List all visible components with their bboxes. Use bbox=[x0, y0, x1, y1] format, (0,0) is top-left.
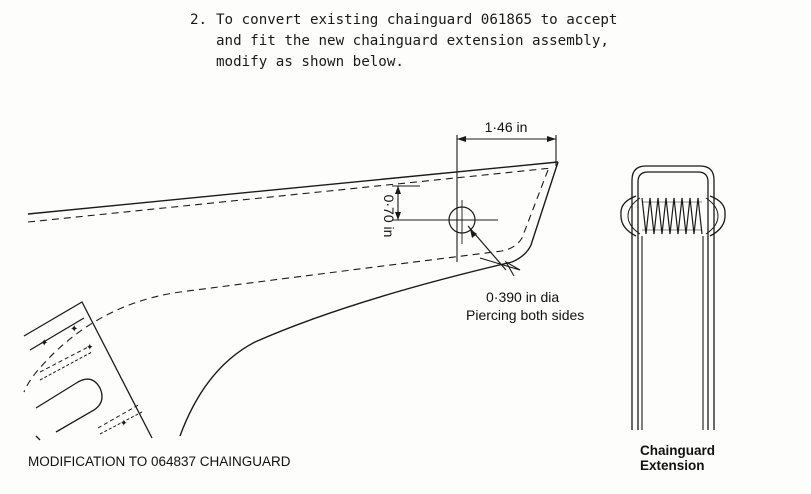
arrowhead-up-icon bbox=[395, 186, 401, 194]
arrowhead-down-icon bbox=[395, 212, 401, 220]
break-mark bbox=[479, 257, 521, 277]
extension-label-line2: Extension bbox=[640, 458, 705, 473]
bracket-outer-edge bbox=[23, 301, 153, 439]
step-number: 2. bbox=[190, 12, 208, 28]
instruction-line-1: To convert existing chainguard 061865 to… bbox=[216, 12, 618, 28]
bracket-dashed-2 bbox=[39, 351, 93, 381]
bracket-inner-line bbox=[29, 317, 85, 351]
extension-label-line1: Chainguard bbox=[640, 443, 715, 458]
chainguard-top-dashed bbox=[27, 167, 553, 223]
instruction-line-2: and fit the new chainguard extension ass… bbox=[216, 33, 609, 49]
figure-caption: MODIFICATION TO 064837 CHAINGUARD bbox=[28, 454, 291, 469]
arrowhead-right-icon bbox=[547, 136, 556, 142]
spring-right-cap bbox=[709, 195, 726, 237]
mounting-bracket: ✦ ✦ ✦ ✦ bbox=[23, 301, 153, 441]
chainguard-top-edge bbox=[27, 161, 559, 215]
spring-right-cap-inner bbox=[705, 197, 719, 235]
spring-left-cap-inner bbox=[627, 197, 641, 235]
chainguard-outline bbox=[23, 161, 559, 437]
arrowhead-left-icon bbox=[457, 136, 466, 142]
dimension-width-label: 1·46 in bbox=[485, 119, 528, 135]
extension-outer-loop bbox=[631, 165, 715, 430]
bracket-rivet-mark-4: ✦ bbox=[120, 419, 128, 429]
bracket-dashed-1 bbox=[39, 345, 91, 373]
chainguard-lower-dashed bbox=[23, 169, 549, 393]
bracket-rivet-mark-3: ✦ bbox=[86, 343, 94, 353]
dimension-height bbox=[392, 185, 440, 221]
bracket-rivet-mark-1: ✦ bbox=[70, 324, 78, 335]
hole bbox=[440, 200, 521, 277]
leader-arrow-icon bbox=[470, 229, 477, 238]
dimension-width bbox=[456, 135, 557, 262]
hole-label-dia: 0·390 in dia bbox=[486, 289, 559, 305]
hole-label-piercing: Piercing both sides bbox=[466, 307, 584, 323]
bracket-tick bbox=[35, 435, 41, 441]
chainguard-front-edge bbox=[179, 161, 559, 437]
spring-coil bbox=[641, 197, 703, 235]
bracket-dashed-3 bbox=[97, 403, 141, 429]
bracket-rivet-mark-2: ✦ bbox=[40, 338, 48, 349]
extension-inner-loop bbox=[637, 171, 709, 430]
spring-left-cap bbox=[620, 195, 637, 237]
bracket-dashed-4 bbox=[99, 411, 143, 435]
bracket-slot bbox=[35, 378, 103, 433]
instruction-line-3: modify as shown below. bbox=[216, 54, 404, 70]
dimension-height-label: 0·70 in bbox=[381, 195, 397, 238]
chainguard-extension bbox=[620, 165, 726, 430]
